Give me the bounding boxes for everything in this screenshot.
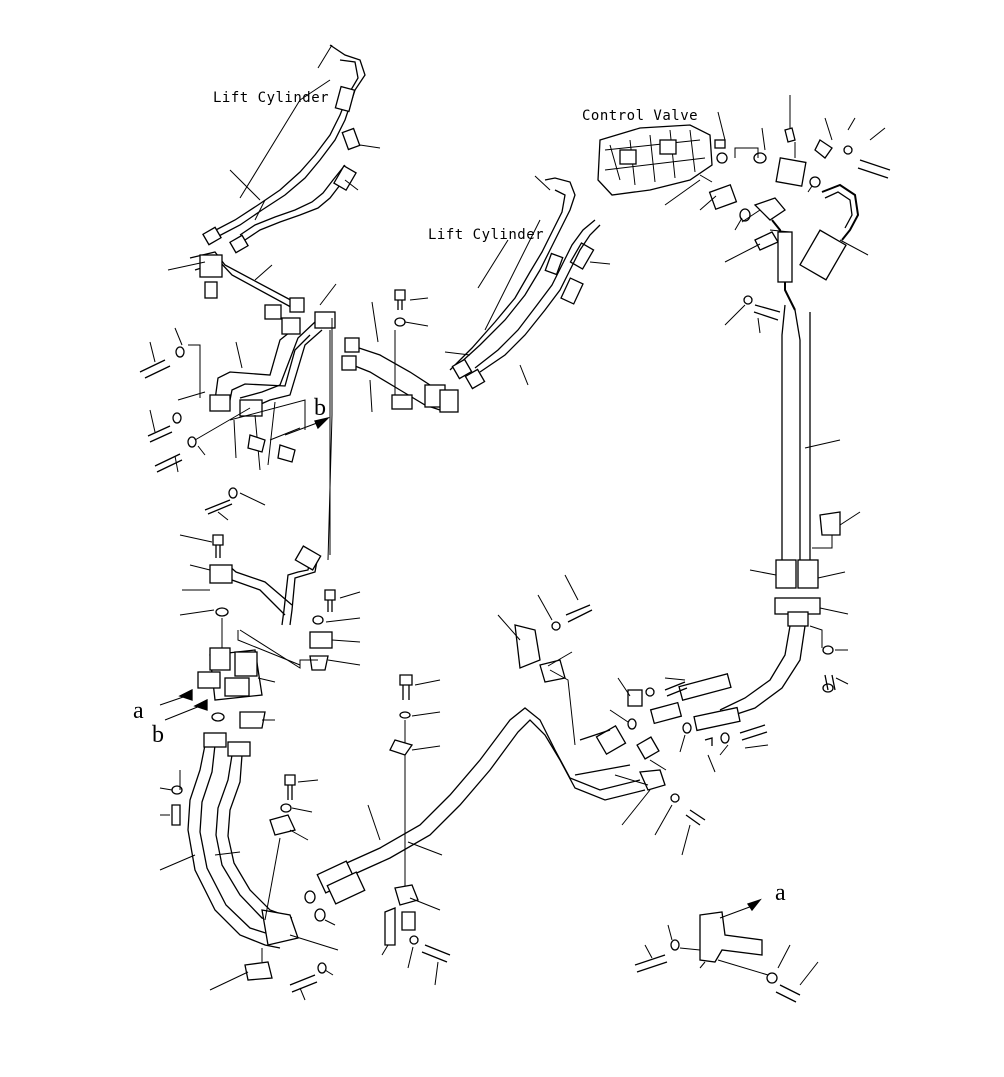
lift-cylinder-label-center: Lift Cylinder	[428, 227, 545, 243]
view-b-marker-top: b	[314, 395, 326, 421]
view-a-marker-left: a	[133, 698, 144, 724]
control-valve-assembly	[597, 95, 891, 334]
lift-cylinder-label-left: Lift Cylinder	[213, 90, 330, 106]
bottom-right-bracket	[634, 898, 819, 1003]
view-b-marker-left: b	[152, 722, 164, 748]
lower-center-pipes	[304, 574, 706, 986]
view-a-marker-right: a	[775, 880, 786, 906]
control-valve-label: Control Valve	[582, 108, 699, 124]
left-valve-block	[159, 534, 361, 1001]
center-lift-cylinder-hoses	[327, 175, 611, 561]
right-vertical-pipes	[609, 304, 861, 773]
left-lift-cylinder-hoses	[167, 44, 381, 320]
left-pipe-assembly	[139, 283, 337, 521]
